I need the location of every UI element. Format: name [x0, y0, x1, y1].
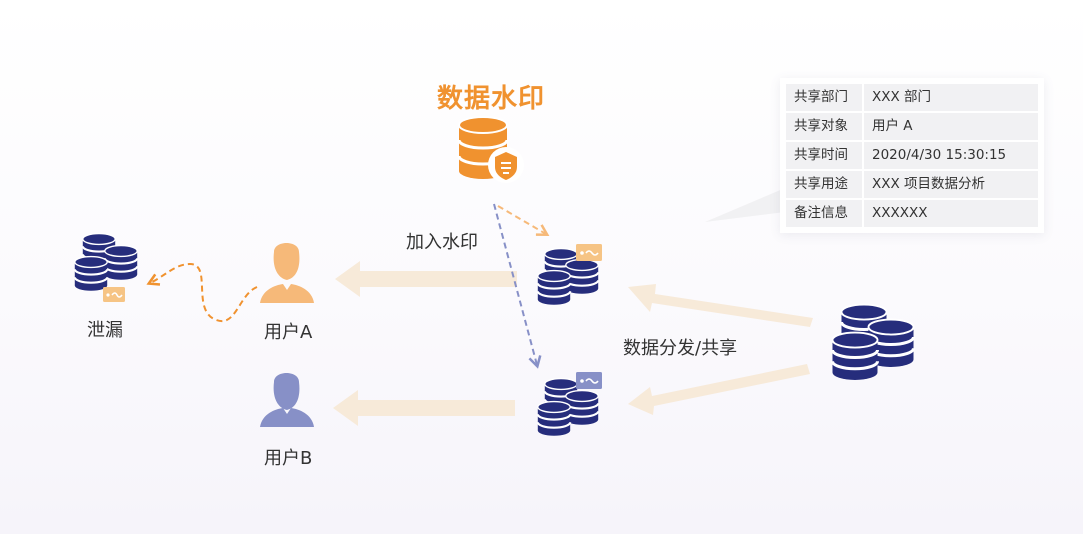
row-key: 共享对象: [786, 113, 864, 140]
dashed-leak-curve: [146, 262, 258, 323]
database-icon-origin: [831, 303, 915, 382]
row-value: 用户 A: [872, 118, 913, 134]
row-value: XXX 项目数据分析: [872, 176, 986, 192]
watermark-badge-icon: [576, 244, 602, 261]
user-b-label: 用户B: [264, 448, 313, 469]
arrow-distribute-top: [628, 284, 813, 327]
row-key: 共享部门: [786, 84, 864, 111]
user-a-label: 用户A: [264, 322, 313, 343]
row-key: 共享时间: [786, 142, 864, 169]
shield-icon: [488, 147, 524, 183]
arrow-distribute-bottom: [628, 364, 810, 415]
table-row: 共享用途 XXX 项目数据分析: [786, 171, 1038, 198]
watermark-badge-icon: [576, 372, 602, 389]
table-row: 共享对象 用户 A: [786, 113, 1038, 140]
database-icon-leak: [73, 232, 139, 292]
database-icon-source: [457, 116, 509, 179]
user-icon-b: [260, 373, 314, 427]
user-icon-a: [260, 243, 314, 303]
table-row: 备注信息 XXXXXX: [786, 200, 1038, 227]
row-key: 共享用途: [786, 171, 864, 198]
row-value: 2020/4/30 15:30:15: [872, 147, 1007, 163]
row-value: XXXXXX: [872, 205, 928, 221]
table-row: 共享时间 2020/4/30 15:30:15: [786, 142, 1038, 169]
table-row: 共享部门 XXX 部门: [786, 84, 1038, 111]
arrow-to-user-b: [333, 390, 515, 426]
diagram-title: 数据水印: [437, 84, 546, 114]
add-watermark-label: 加入水印: [406, 232, 478, 253]
arrow-to-user-a: [335, 261, 517, 297]
callout-pointer: [705, 188, 785, 222]
dashed-arrow-to-db-b: [493, 203, 542, 369]
dashed-arrow-to-db-a: [497, 205, 550, 236]
watermark-badge-icon: [103, 287, 125, 302]
row-value: XXX 部门: [872, 89, 932, 105]
leak-label: 泄漏: [87, 320, 123, 341]
row-key: 备注信息: [786, 200, 864, 227]
share-info-table: 共享部门 XXX 部门 共享对象 用户 A 共享时间 2020/4/30 15:…: [780, 78, 1044, 233]
distribute-label: 数据分发/共享: [623, 338, 738, 359]
